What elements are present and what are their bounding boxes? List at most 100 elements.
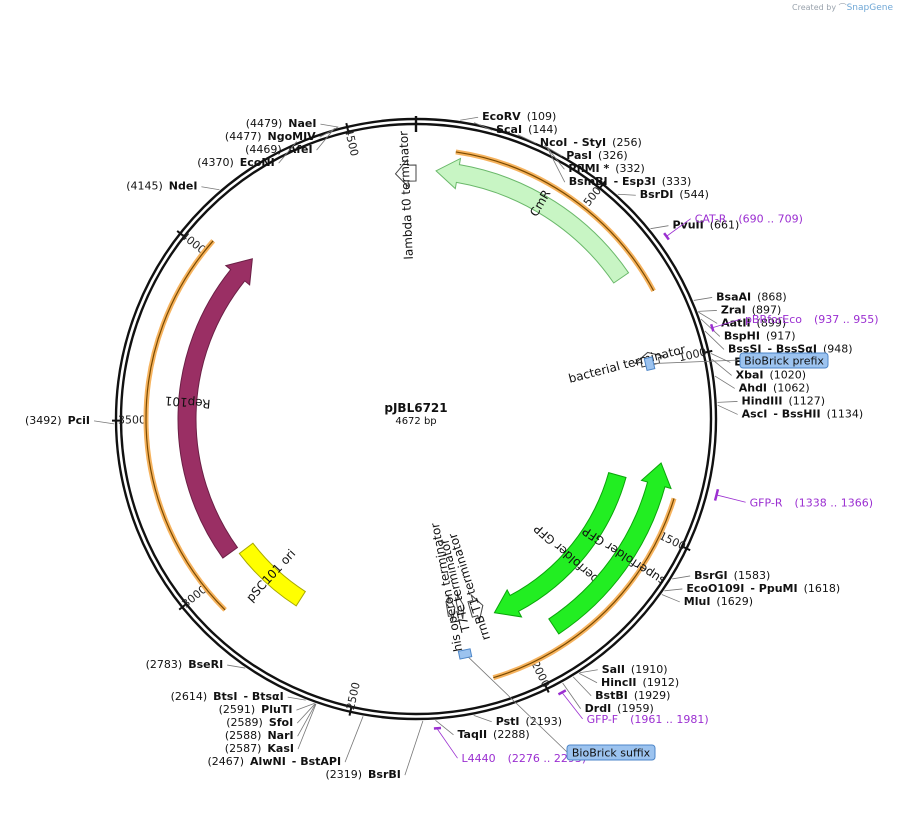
feature-lambda-t0-terminator[interactable] xyxy=(394,158,417,188)
site-label[interactable]: BsmBI- Esp3I(333) xyxy=(569,175,692,188)
site-label[interactable]: HincII(1912) xyxy=(601,676,679,689)
primer-label[interactable]: CAT-R (690 .. 709) xyxy=(695,213,803,226)
site-label[interactable]: BsrDI(544) xyxy=(640,188,709,201)
site-label[interactable]: AscI- BssHII(1134) xyxy=(742,407,864,420)
site-label[interactable]: (4469)AfeI xyxy=(245,143,312,156)
primer-label[interactable]: GFP-R(1338 .. 1366) xyxy=(750,496,873,509)
site-label[interactable]: AhdI(1062) xyxy=(739,381,810,394)
biobrick-box[interactable] xyxy=(566,744,656,761)
site-label[interactable]: PflMI *(332) xyxy=(568,162,644,175)
site-position: (2591) xyxy=(219,703,256,716)
biobrick-label: BioBrick suffix xyxy=(572,747,651,760)
site-enzyme: BstBI xyxy=(595,689,628,702)
site-enzyme: PluTI xyxy=(261,703,292,716)
site-label[interactable]: (2319)BsrBI xyxy=(325,768,400,781)
site-position: (4469) xyxy=(245,143,282,156)
site-label[interactable]: (2783)BseRI xyxy=(146,658,224,671)
site-label[interactable]: (2467)AlwNI- BstAPI xyxy=(207,755,341,768)
site-enzyme: PvuII xyxy=(672,219,703,232)
site-label[interactable]: (2588)NarI xyxy=(225,729,294,742)
site-label[interactable]: (2591) PluTI xyxy=(219,703,293,716)
site-label[interactable]: (2587)KasI xyxy=(225,742,294,755)
site-label[interactable]: (4477)NgoMIV xyxy=(225,130,316,143)
site-label[interactable]: ScaI(144) xyxy=(496,123,558,136)
site-label[interactable]: BsaAI(868) xyxy=(716,290,787,303)
primer-label[interactable]: pBRforEco(937 .. 955) xyxy=(745,313,879,326)
feature-psc101-ori[interactable] xyxy=(238,542,307,607)
feature-superfolder-gfp[interactable] xyxy=(548,462,672,635)
site-enzyme: NdeI xyxy=(169,180,198,193)
site-label[interactable]: XbaI(1020) xyxy=(736,368,806,381)
site-enzyme: - StyI xyxy=(573,136,606,149)
site-leader-line xyxy=(473,715,492,723)
site-label[interactable]: AatII(899) xyxy=(721,316,786,329)
primer-mark[interactable] xyxy=(713,488,720,501)
site-leader-line xyxy=(201,186,220,191)
site-leader-line xyxy=(319,126,338,138)
primer-mark[interactable] xyxy=(709,323,715,332)
site-label[interactable]: (3492)PciI xyxy=(25,414,90,427)
primer-mark[interactable] xyxy=(663,232,670,241)
site-label[interactable]: (4145)NdeI xyxy=(126,180,197,193)
site-label[interactable]: BstBI(1929) xyxy=(595,689,670,702)
primer-label[interactable]: GFP-F(1961 .. 1981) xyxy=(587,713,709,726)
site-position: (1618) xyxy=(804,582,841,595)
biobrick-marker xyxy=(457,648,473,660)
primer-name: CAT-R xyxy=(695,213,727,226)
tick-mark xyxy=(598,180,607,190)
feature-rrnb-t1-terminator[interactable] xyxy=(467,593,484,623)
site-label[interactable]: BsrGI(1583) xyxy=(694,569,770,582)
site-enzyme: EcoRV xyxy=(482,110,521,123)
feature-his-operon-terminator[interactable] xyxy=(445,595,456,622)
site-enzyme: BsmBI xyxy=(569,175,608,188)
site-enzyme: BsaAI xyxy=(716,290,751,303)
site-label[interactable]: BssSI- BssSαI(948) xyxy=(728,342,853,355)
site-label[interactable]: (2589)SfoI xyxy=(226,716,293,729)
feature-cmr[interactable] xyxy=(435,157,630,284)
site-label[interactable]: EcoO109I- PpuMI(1618) xyxy=(686,582,840,595)
tick-label: 2500 xyxy=(344,681,363,711)
site-leader-line xyxy=(320,123,339,128)
site-label[interactable]: (4479)NaeI xyxy=(246,117,317,130)
site-enzyme: TaqII xyxy=(457,728,487,741)
site-label[interactable]: TaqII(2288) xyxy=(457,728,529,741)
feature-t7te-terminator[interactable] xyxy=(455,593,465,619)
site-label[interactable]: BspHI(917) xyxy=(724,329,796,342)
primer-arcs xyxy=(143,149,677,681)
site-label[interactable]: ZraI(897) xyxy=(721,303,782,316)
site-label[interactable]: HindIII(1127) xyxy=(742,394,826,407)
site-leader-line xyxy=(93,420,115,425)
site-label[interactable]: NcoI- StyI(256) xyxy=(540,136,642,149)
site-label[interactable]: MluI(1629) xyxy=(684,595,753,608)
site-position: (4370) xyxy=(197,156,234,169)
primer-mark[interactable] xyxy=(557,689,567,696)
box-leader-line xyxy=(649,359,741,365)
site-label[interactable]: EcoRV(109) xyxy=(482,110,556,123)
site-enzyme: AhdI xyxy=(739,381,767,394)
feature-label: bacterial terminator xyxy=(567,342,687,386)
site-leader-line xyxy=(650,225,669,230)
primer-product-arc-line xyxy=(455,151,655,292)
biobrick-box[interactable] xyxy=(739,352,829,369)
feature-rep101[interactable] xyxy=(177,258,253,559)
site-leader-line xyxy=(578,672,598,684)
site-position: (1912) xyxy=(643,676,680,689)
tick-mark xyxy=(680,545,691,552)
primer-name: GFP-R xyxy=(750,496,783,509)
primer-range: (690 .. 709) xyxy=(738,213,803,226)
site-label[interactable]: PasI(326) xyxy=(566,149,627,162)
site-leader-line xyxy=(227,664,246,669)
site-leader-line xyxy=(297,703,317,750)
site-leader-line xyxy=(473,122,493,131)
site-label[interactable]: PstI(2193) xyxy=(496,715,562,728)
site-position: (1959) xyxy=(617,702,654,715)
site-label[interactable]: PvuII(661) xyxy=(672,219,739,232)
site-label[interactable]: (2614)BtsI- BtsαI xyxy=(171,690,284,703)
credit-brand: SnapGene xyxy=(846,3,893,13)
site-position: (3492) xyxy=(25,414,62,427)
feature-superfolder-gfp[interactable] xyxy=(493,472,627,618)
site-label[interactable]: (4370)EcoNI xyxy=(197,156,274,169)
site-label[interactable]: DrdI(1959) xyxy=(585,702,654,715)
site-label[interactable]: SalI(1910) xyxy=(602,663,668,676)
